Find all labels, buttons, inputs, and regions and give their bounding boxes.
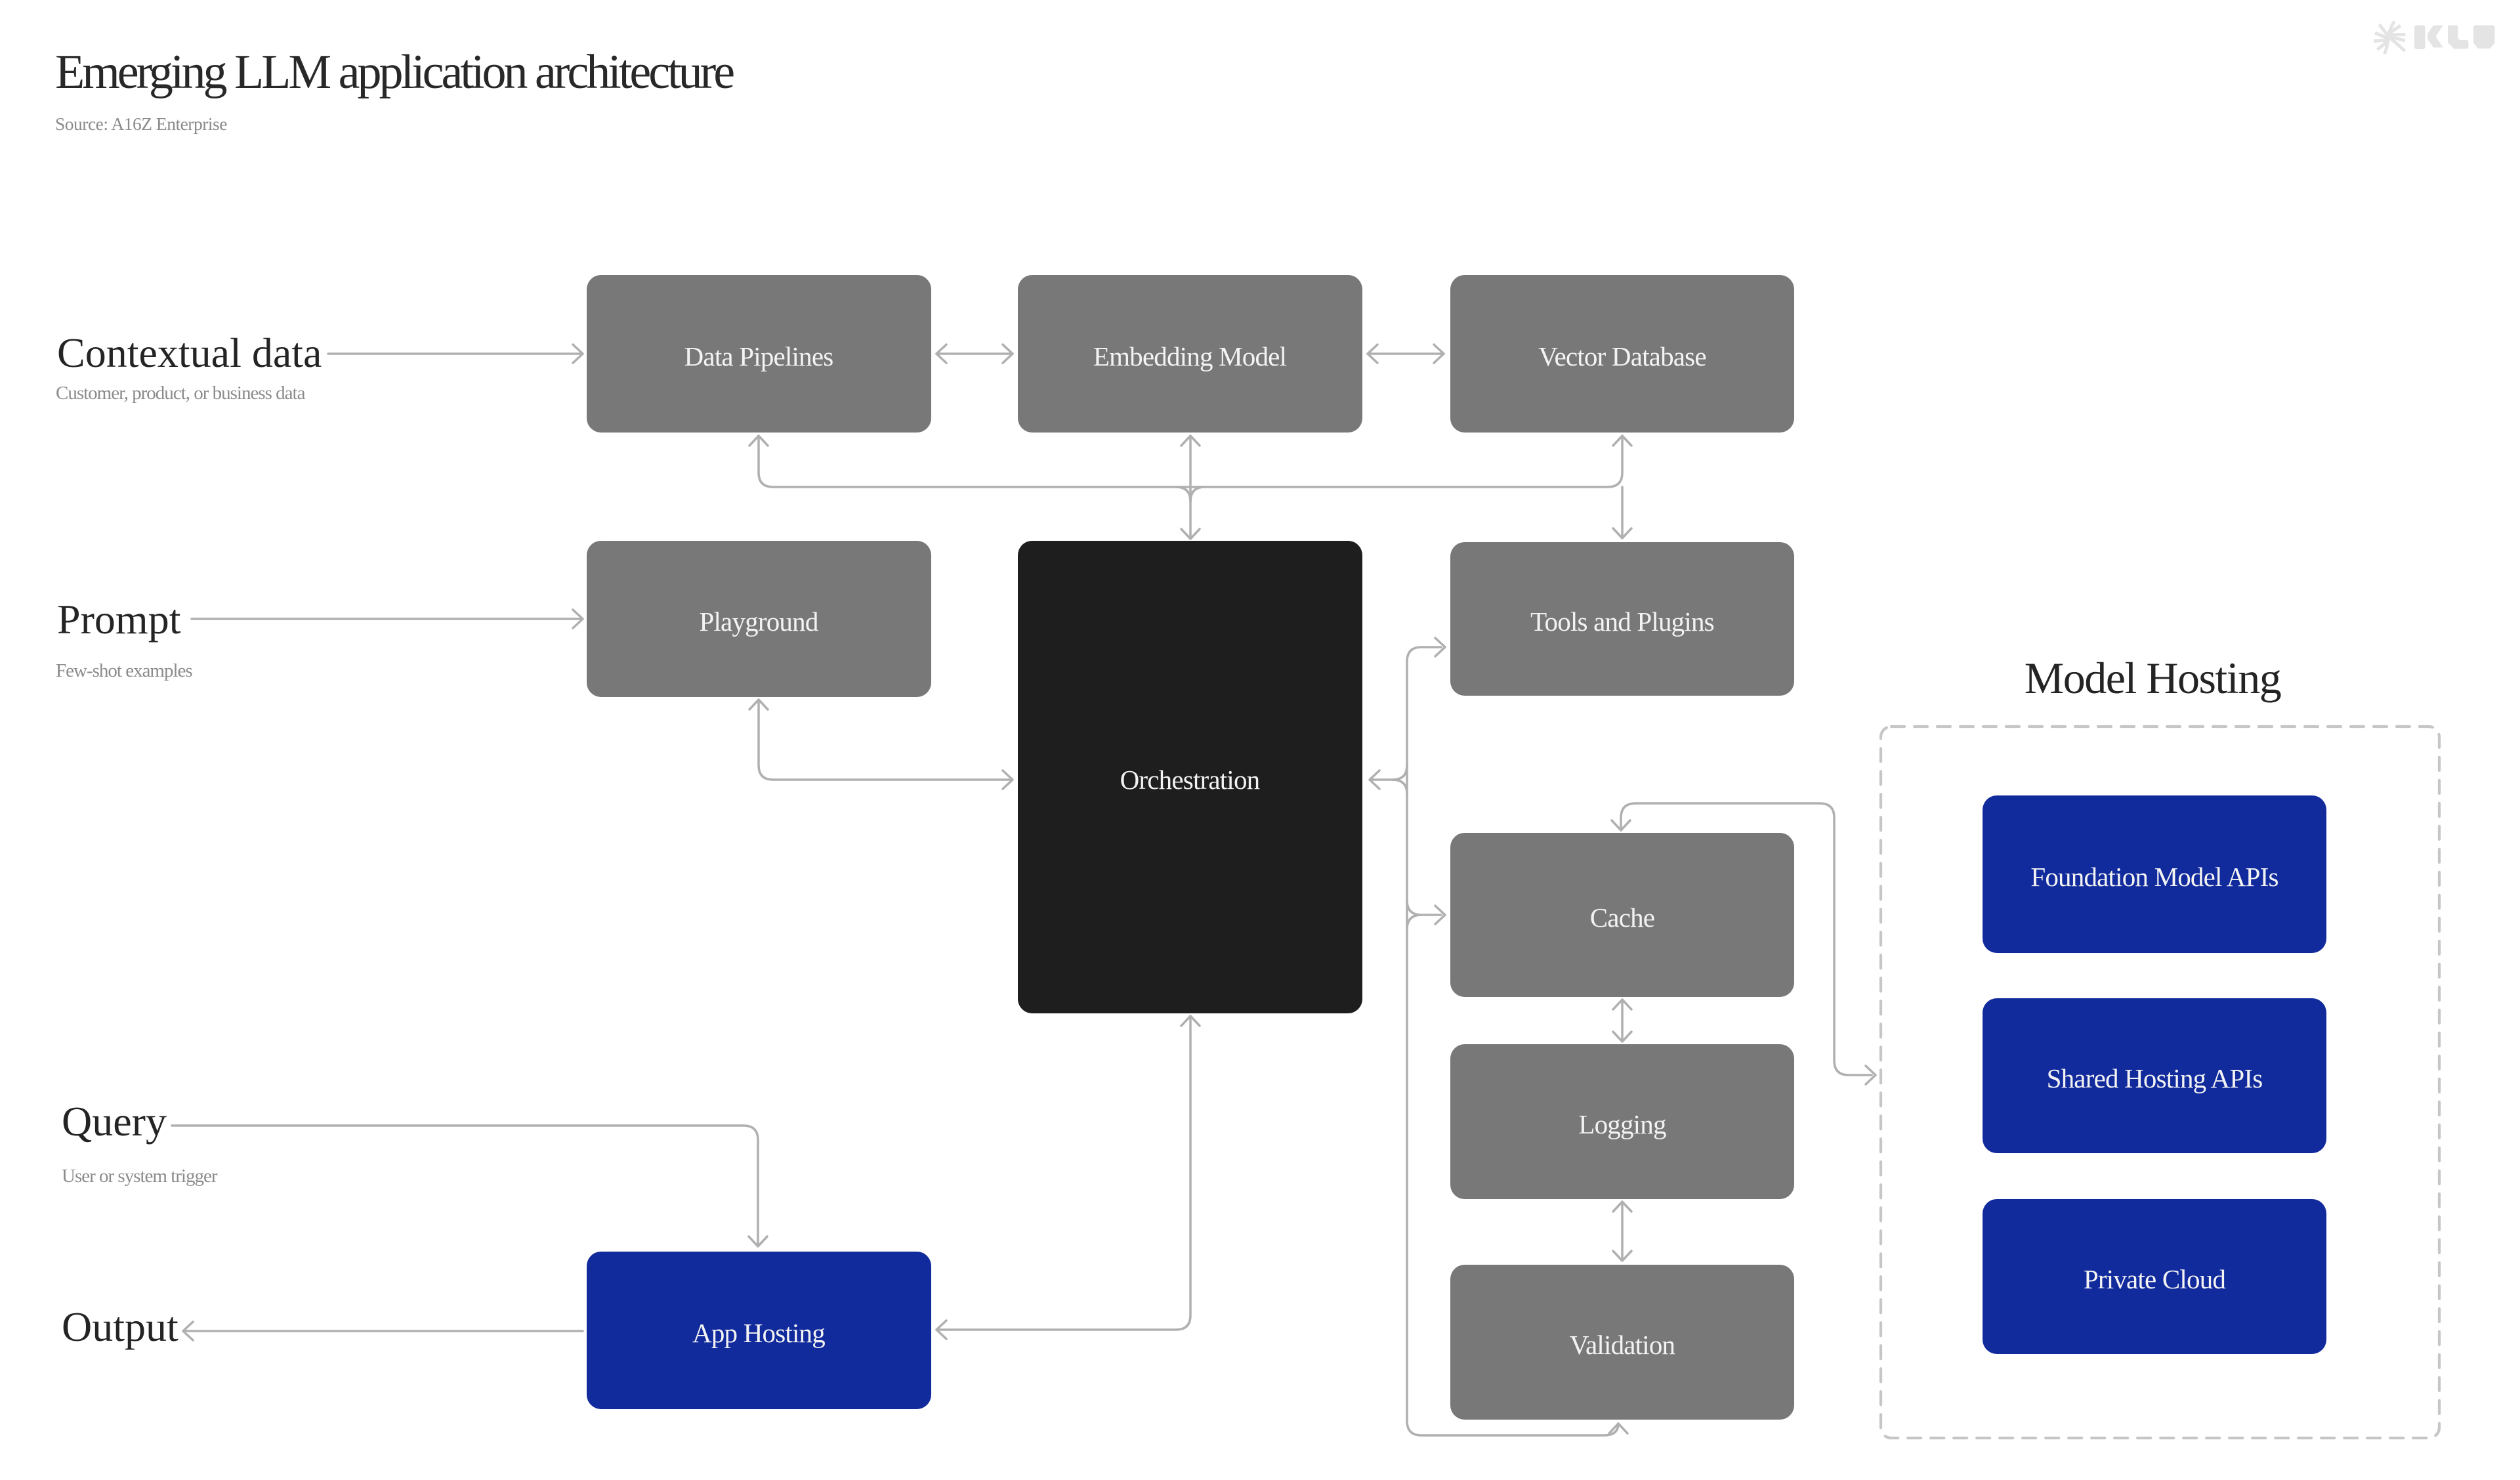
svg-text:App Hosting: App Hosting xyxy=(692,1318,825,1348)
svg-text:Cache: Cache xyxy=(1590,902,1654,933)
svg-text:Contextual data: Contextual data xyxy=(57,329,322,376)
svg-text:Source: A16Z Enterprise: Source: A16Z Enterprise xyxy=(55,114,227,134)
svg-text:Query: Query xyxy=(62,1098,167,1145)
svg-text:Validation: Validation xyxy=(1570,1330,1675,1360)
svg-text:Logging: Logging xyxy=(1578,1109,1666,1139)
svg-text:Model Hosting: Model Hosting xyxy=(2025,653,2281,703)
svg-text:Customer, product, or business: Customer, product, or business data xyxy=(56,383,306,404)
svg-text:Shared Hosting APIs: Shared Hosting APIs xyxy=(2047,1063,2263,1093)
svg-text:Foundation Model APIs: Foundation Model APIs xyxy=(2030,862,2278,892)
svg-text:Private Cloud: Private Cloud xyxy=(2084,1264,2226,1294)
svg-text:Orchestration: Orchestration xyxy=(1120,765,1260,795)
svg-text:Output: Output xyxy=(62,1303,178,1350)
svg-text:User or system trigger: User or system trigger xyxy=(62,1166,218,1187)
svg-text:Playground: Playground xyxy=(699,606,818,637)
svg-text:Few-shot examples: Few-shot examples xyxy=(56,660,192,681)
svg-text:Tools and Plugins: Tools and Plugins xyxy=(1530,606,1714,637)
svg-text:Emerging LLM application archi: Emerging LLM application architecture xyxy=(55,45,734,99)
svg-text:Prompt: Prompt xyxy=(57,596,181,643)
svg-text:Vector Database: Vector Database xyxy=(1538,341,1706,371)
svg-text:Embedding Model: Embedding Model xyxy=(1093,341,1287,371)
svg-text:Data Pipelines: Data Pipelines xyxy=(684,341,833,371)
